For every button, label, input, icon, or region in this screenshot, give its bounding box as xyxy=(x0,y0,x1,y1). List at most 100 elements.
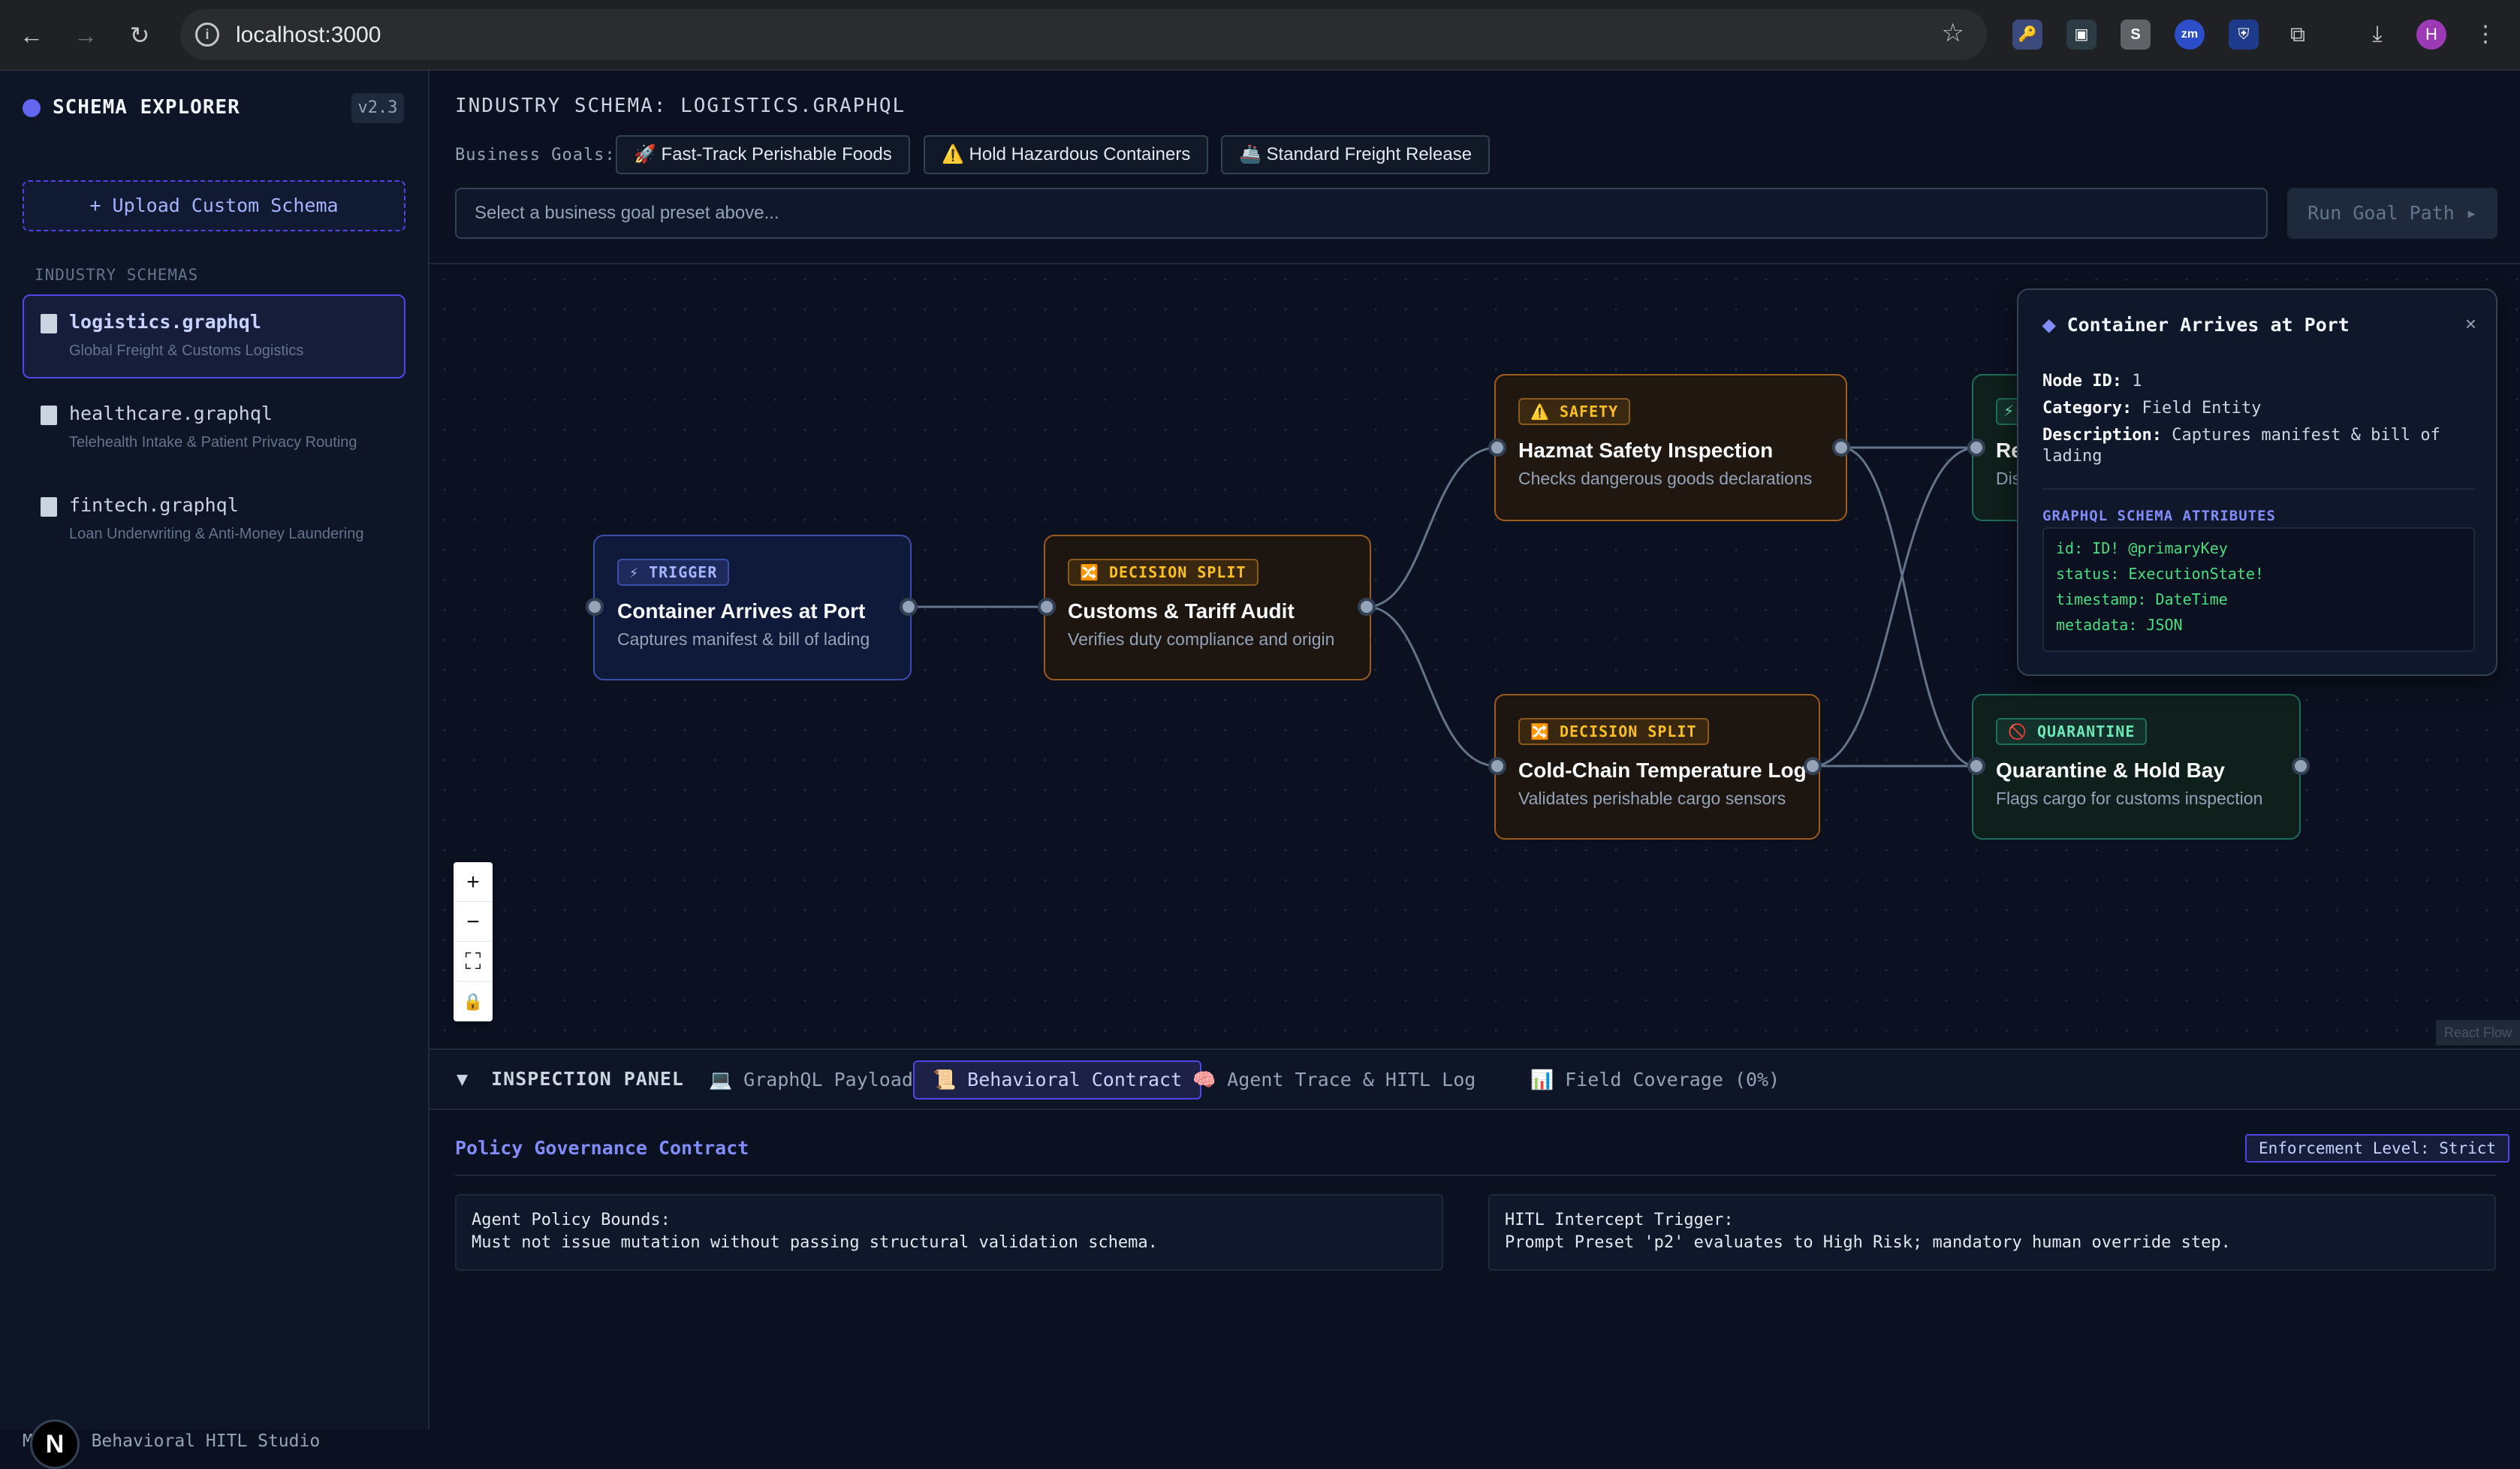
diamond-icon: ⬥ xyxy=(2042,314,2056,336)
tab-graphql-payload[interactable]: 💻 GraphQL Payload xyxy=(709,1069,913,1090)
node-handle[interactable] xyxy=(1832,439,1850,457)
attr-line: status: ExecutionState! xyxy=(2056,565,2264,583)
node-title: Cold-Chain Temperature Log xyxy=(1518,759,1807,782)
node-title: Customs & Tariff Audit xyxy=(1068,599,1295,623)
hitl-trigger-box: HITL Intercept Trigger: Prompt Preset 'p… xyxy=(1488,1194,2496,1271)
bounds-label: Agent Policy Bounds: xyxy=(472,1211,671,1229)
edge-customs-coldchain xyxy=(1366,605,1498,768)
attrs-heading: GRAPHQL SCHEMA ATTRIBUTES xyxy=(2042,508,2276,524)
schema-name: logistics.graphql xyxy=(69,311,261,333)
node-subtitle: Captures manifest & bill of lading xyxy=(617,629,870,649)
schema-item-healthcare[interactable]: healthcare.graphql Telehealth Intake & P… xyxy=(23,386,405,470)
node-title: Hazmat Safety Inspection xyxy=(1518,439,1774,462)
flow-node-customs-audit[interactable]: 🔀 DECISION SPLIT Customs & Tariff Audit … xyxy=(1044,535,1371,680)
run-goal-path-button[interactable]: Run Goal Path ▸ xyxy=(2287,188,2497,239)
schema-item-fintech[interactable]: fintech.graphql Loan Underwriting & Anti… xyxy=(23,478,405,562)
site-info-icon[interactable]: i xyxy=(195,23,219,47)
flow-node-quarantine[interactable]: 🚫 QUARANTINE Quarantine & Hold Bay Flags… xyxy=(1972,694,2301,840)
file-icon xyxy=(41,497,57,517)
zoom-out-button[interactable]: − xyxy=(454,902,493,942)
node-tag: ⚡ TRIGGER xyxy=(617,559,730,586)
node-handle[interactable] xyxy=(1488,439,1506,457)
screen-icon[interactable]: ▣ xyxy=(2066,20,2096,50)
node-subtitle: Checks dangerous goods declarations xyxy=(1518,469,1813,488)
node-subtitle: Validates perishable cargo sensors xyxy=(1518,789,1786,808)
react-flow-attribution[interactable]: React Flow xyxy=(2436,1020,2520,1045)
node-handle[interactable] xyxy=(1967,757,1985,775)
node-tag: 🚫 QUARANTINE xyxy=(1996,718,2148,745)
node-handle[interactable] xyxy=(900,598,918,616)
zoom-extension-icon[interactable]: zm xyxy=(2175,20,2205,50)
sidebar: SCHEMA EXPLORER v2.3 + Upload Custom Sch… xyxy=(0,71,430,1469)
node-tag: 🔀 DECISION SPLIT xyxy=(1518,718,1709,745)
hitl-text: Prompt Preset 'p2' evaluates to High Ris… xyxy=(1505,1233,2231,1252)
tab-agent-trace[interactable]: 🧠 Agent Trace & HITL Log xyxy=(1192,1069,1476,1090)
tab-field-coverage[interactable]: 📊 Field Coverage (0%) xyxy=(1530,1069,1780,1090)
bookmark-star-icon[interactable]: ☆ xyxy=(1941,19,1964,47)
attr-line: timestamp: DateTime xyxy=(2056,590,2228,608)
node-handle[interactable] xyxy=(2292,757,2310,775)
puzzle-icon[interactable]: ⧉ xyxy=(2290,23,2305,46)
collapse-icon[interactable]: ▼ xyxy=(457,1068,469,1090)
tab-behavioral-contract[interactable]: 📜 Behavioral Contract xyxy=(913,1060,1202,1099)
section-label: INDUSTRY SCHEMAS xyxy=(35,266,199,284)
goal-fast-track-button[interactable]: 🚀 Fast-Track Perishable Foods xyxy=(616,135,910,174)
flow-controls: + − ⛶ 🔒 xyxy=(454,862,493,1021)
address-bar[interactable]: i localhost:3000 ☆ xyxy=(180,9,1987,60)
goal-prompt-input[interactable]: Select a business goal preset above... xyxy=(455,188,2268,239)
flow-node-hazmat-inspection[interactable]: ⚠️ SAFETY Hazmat Safety Inspection Check… xyxy=(1494,374,1847,521)
divider xyxy=(455,1175,2496,1176)
node-id-value: 1 xyxy=(2132,372,2142,391)
node-id-row: Node ID: 1 xyxy=(2042,371,2478,392)
node-id-label: Node ID: xyxy=(2042,372,2122,391)
panel-title[interactable]: ▼ INSPECTION PANEL xyxy=(457,1068,684,1090)
node-detail-popup: ⬥ Container Arrives at Port × Node ID: 1… xyxy=(2017,288,2497,676)
shield-icon[interactable]: ⛨ xyxy=(2229,20,2259,50)
file-icon xyxy=(41,314,57,333)
upload-schema-button[interactable]: + Upload Custom Schema xyxy=(23,180,405,231)
node-subtitle: Dis xyxy=(1996,469,2021,488)
node-handle[interactable] xyxy=(1358,598,1376,616)
panel-title-text: INSPECTION PANEL xyxy=(491,1068,684,1090)
nextjs-badge[interactable]: N xyxy=(30,1419,80,1469)
download-icon[interactable]: ⤓ xyxy=(2372,22,2383,47)
schema-name: healthcare.graphql xyxy=(69,403,273,424)
goals-label: Business Goals: xyxy=(455,146,616,164)
attr-line: metadata: JSON xyxy=(2056,616,2183,634)
policy-title: Policy Governance Contract xyxy=(455,1137,749,1159)
lock-button[interactable]: 🔒 xyxy=(463,992,484,1011)
file-icon xyxy=(41,406,57,425)
goal-hold-hazardous-button[interactable]: ⚠️ Hold Hazardous Containers xyxy=(924,135,1209,174)
node-handle[interactable] xyxy=(1804,757,1822,775)
menu-icon[interactable]: ⋮ xyxy=(2474,22,2497,47)
schema-item-logistics[interactable]: logistics.graphql Global Freight & Custo… xyxy=(23,294,405,379)
goal-standard-freight-button[interactable]: 🚢 Standard Freight Release xyxy=(1221,135,1491,174)
edge-hazmat-quarantine xyxy=(1840,446,1977,768)
node-handle[interactable] xyxy=(1488,757,1506,775)
s-extension-icon[interactable]: S xyxy=(2121,20,2151,50)
close-icon[interactable]: × xyxy=(2464,312,2476,335)
forward-icon[interactable]: → xyxy=(74,22,98,49)
reload-icon[interactable]: ↻ xyxy=(129,22,150,49)
node-handle[interactable] xyxy=(1967,439,1985,457)
key-icon[interactable]: 🔑 xyxy=(2012,20,2042,50)
edge-coldchain-release xyxy=(1812,446,1977,768)
flow-node-container-arrives[interactable]: ⚡ TRIGGER Container Arrives at Port Capt… xyxy=(593,535,912,680)
back-icon[interactable]: ← xyxy=(20,22,44,49)
profile-avatar[interactable]: H xyxy=(2416,20,2446,50)
node-subtitle: Verifies duty compliance and origin xyxy=(1068,629,1335,649)
edge-customs-hazmat xyxy=(1366,446,1498,608)
node-handle[interactable] xyxy=(586,598,604,616)
page-title: INDUSTRY SCHEMA: LOGISTICS.GRAPHQL xyxy=(455,95,906,117)
edge-layer xyxy=(909,446,1977,768)
footer-text: Behavioral HITL Studio xyxy=(91,1431,321,1451)
popup-title: ⬥ Container Arrives at Port xyxy=(2042,314,2350,336)
browser-chrome: ← → ↻ i localhost:3000 ☆ 🔑 ▣ S zm ⛨ ⧉ ⤓ … xyxy=(0,0,2520,71)
schema-header: INDUSTRY SCHEMA: LOGISTICS.GRAPHQL Busin… xyxy=(430,71,2520,264)
divider xyxy=(2042,488,2475,490)
node-handle[interactable] xyxy=(1038,598,1056,616)
fit-view-button[interactable]: ⛶ xyxy=(454,942,493,982)
node-tag: ⚠️ SAFETY xyxy=(1518,398,1631,425)
flow-node-cold-chain[interactable]: 🔀 DECISION SPLIT Cold-Chain Temperature … xyxy=(1494,694,1820,840)
zoom-in-button[interactable]: + xyxy=(454,862,493,902)
